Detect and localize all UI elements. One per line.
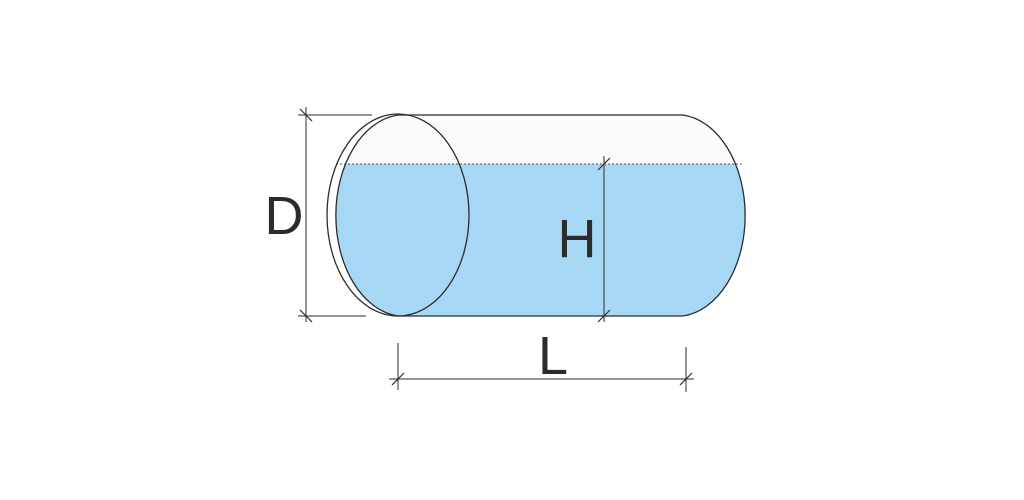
length-dimension: L [389,326,694,392]
diameter-label: D [265,186,304,246]
fill-height-tick-top [597,157,611,171]
tank-outline [335,114,746,317]
fill-height-tick-bottom [597,309,611,323]
tank-front-end [326,113,470,317]
diameter-tick-top [299,108,313,122]
length-tick-right [679,372,693,386]
liquid-fill [335,164,746,316]
length-label: L [538,326,568,386]
tank-body [326,113,746,317]
fill-height-dimension: H [558,156,611,323]
diameter-tick-bottom [299,309,313,323]
length-tick-left [391,372,405,386]
diameter-dimension: D [265,107,372,323]
fill-height-label: H [558,209,597,269]
